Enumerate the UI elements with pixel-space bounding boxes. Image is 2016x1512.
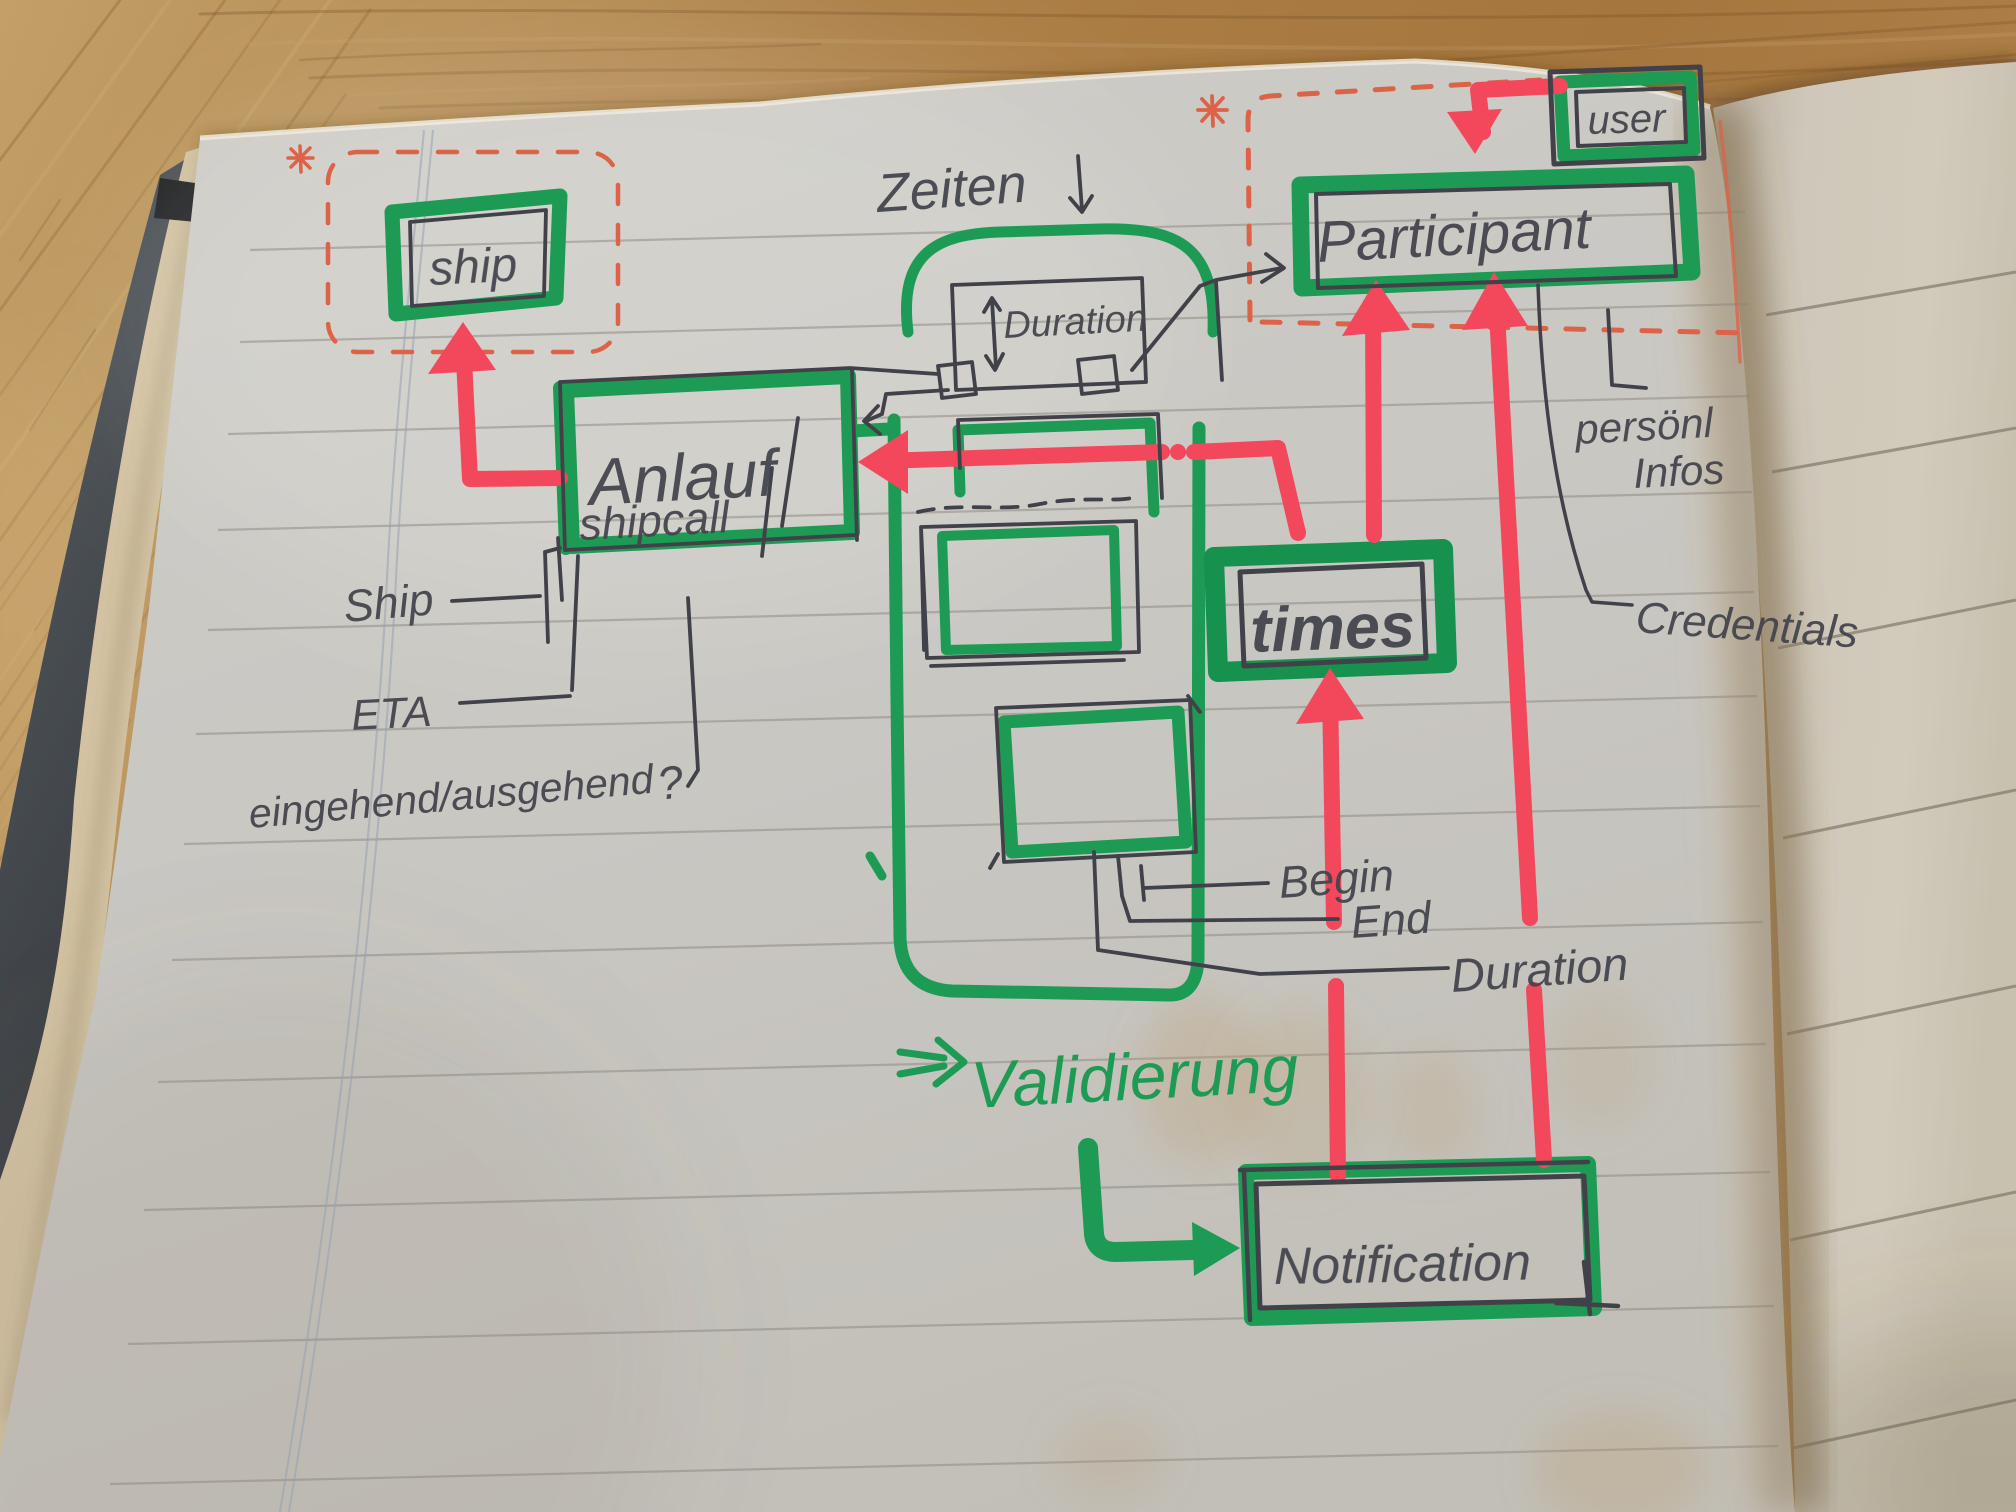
svg-text:Infos: Infos xyxy=(1632,445,1725,497)
svg-text:shipcall: shipcall xyxy=(578,491,733,550)
svg-text:Duration: Duration xyxy=(1449,937,1630,1002)
svg-text:Participant: Participant xyxy=(1315,196,1595,275)
svg-text:Validierung: Validierung xyxy=(969,1031,1300,1122)
svg-text:ship: ship xyxy=(428,238,519,296)
svg-text:Duration: Duration xyxy=(1002,298,1148,347)
svg-text:user: user xyxy=(1587,96,1668,143)
svg-text:Begin: Begin xyxy=(1277,849,1395,908)
svg-text:times: times xyxy=(1249,590,1416,666)
svg-text:End: End xyxy=(1349,891,1434,948)
svg-text:Anlauf: Anlauf xyxy=(583,435,784,519)
svg-text:Zeiten: Zeiten xyxy=(873,154,1029,224)
svg-text:persönl: persönl xyxy=(1572,399,1716,453)
svg-text:ETA: ETA xyxy=(350,688,433,740)
svg-text:Ship: Ship xyxy=(341,573,435,632)
svg-text:Notification: Notification xyxy=(1273,1234,1531,1296)
